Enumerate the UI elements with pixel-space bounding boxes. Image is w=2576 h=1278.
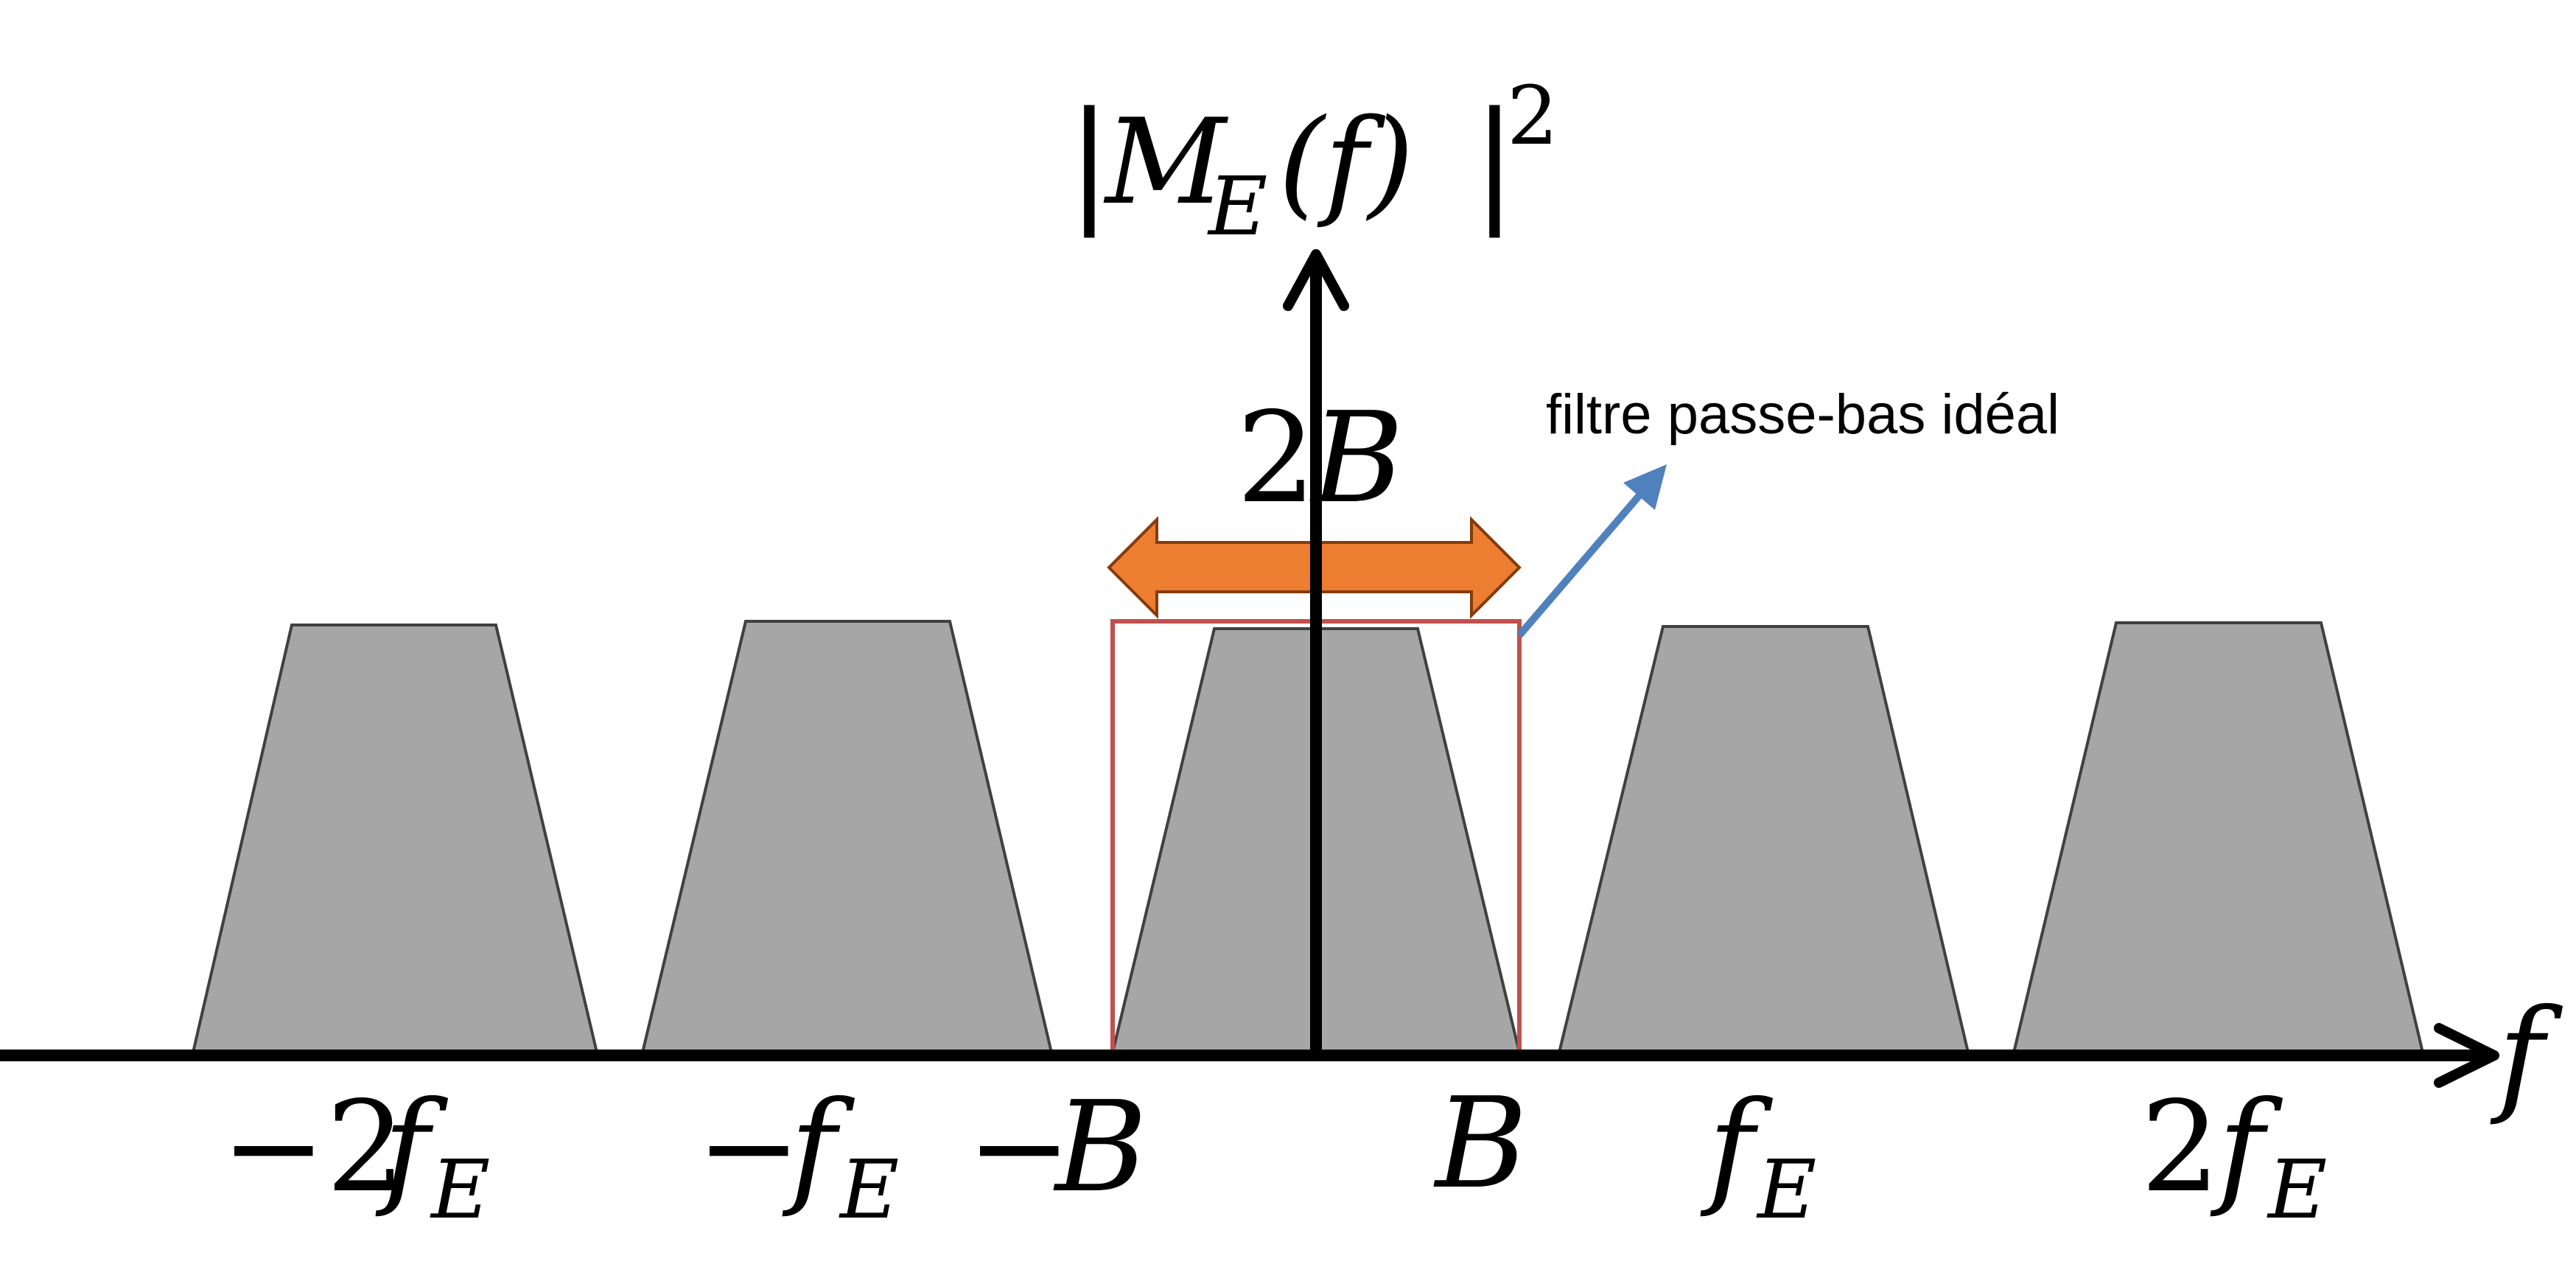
filter-pointer-arrow	[1516, 464, 1667, 638]
tick-minus-fE: − f E	[696, 1075, 899, 1237]
svg-text:|: |	[1472, 84, 1517, 238]
filter-label: filtre passe-bas idéal	[1546, 383, 2059, 446]
svg-text:B: B	[1433, 1071, 1527, 1217]
svg-text:E: E	[1207, 159, 1267, 254]
tick-plus-2fE: 2 f E	[2141, 1075, 2327, 1237]
x-axis	[0, 1023, 2499, 1088]
svg-text:B: B	[1309, 385, 1404, 531]
bandwidth-label: 2 B	[1236, 385, 1404, 531]
svg-text:|: |	[1067, 84, 1112, 238]
x-axis-label: f	[2490, 982, 2563, 1128]
svg-text:E: E	[1756, 1142, 1816, 1237]
svg-text:−2: −2	[221, 1075, 406, 1221]
svg-text:−: −	[967, 1075, 1071, 1221]
svg-text:E: E	[2267, 1142, 2327, 1237]
tick-minus-B: − B	[967, 1075, 1147, 1221]
svg-text:E: E	[839, 1142, 899, 1237]
replica-plus-fE	[1557, 625, 1970, 1054]
tick-minus-2fE: −2 f E	[221, 1075, 490, 1237]
replica-plus-2fE	[2012, 621, 2425, 1054]
svg-text:M: M	[1103, 93, 1229, 231]
svg-text:2: 2	[1507, 69, 1558, 163]
svg-text:−: −	[696, 1075, 801, 1221]
replica-minus-2fE	[191, 624, 599, 1054]
y-axis-label: | M E (f) | 2	[1067, 69, 1558, 254]
tick-B: B	[1433, 1071, 1527, 1217]
replica-minus-fE	[640, 620, 1054, 1054]
y-axis	[1283, 249, 1349, 1052]
svg-text:2: 2	[2141, 1075, 2220, 1221]
svg-text:(f): (f)	[1278, 93, 1414, 231]
svg-text:2: 2	[1236, 385, 1316, 531]
svg-text:E: E	[430, 1142, 490, 1237]
spectrum-replicas	[191, 620, 2425, 1054]
tick-fE: f E	[1700, 1075, 1816, 1237]
svg-text:B: B	[1053, 1075, 1147, 1221]
